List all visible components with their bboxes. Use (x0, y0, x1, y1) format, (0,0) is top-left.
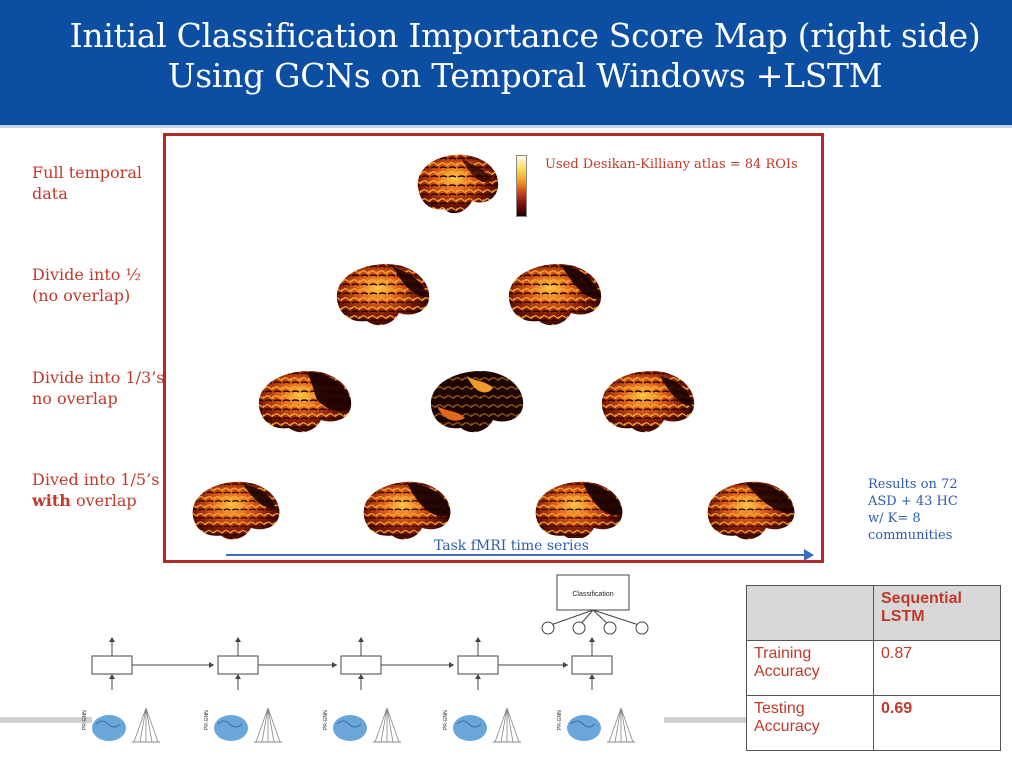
slide-strip-left (0, 717, 92, 723)
svg-text:PR-GNN: PR-GNN (323, 710, 329, 730)
results-note-line: communities (868, 528, 953, 543)
brain-map-fifth-2 (363, 481, 451, 540)
gnn-input-3: PR-GNN (323, 707, 401, 743)
gnn-input-2: PR-GNN (204, 707, 282, 743)
lstm-cell (571, 655, 613, 675)
brain-map-half-2 (508, 263, 602, 326)
output-node (541, 621, 555, 635)
brain-map-third-1 (258, 370, 352, 433)
output-node (603, 621, 617, 635)
output-node (635, 621, 649, 635)
svg-text:PR-GNN: PR-GNN (82, 710, 88, 730)
row-label-line: Dived into 1/5’s (32, 470, 160, 489)
slide-header: Initial Classification Importance Score … (0, 0, 1012, 125)
svg-text:PR-GNN: PR-GNN (443, 710, 449, 730)
table-row-value: 0.69 (873, 695, 1001, 751)
row-label-line: Full temporal (32, 163, 142, 182)
colorbar (516, 155, 527, 217)
row-label-line: Divide into 1/3’s (32, 368, 165, 387)
row-label-line: overlap (70, 491, 137, 510)
table-header-lstm: Sequential LSTM (873, 585, 1001, 641)
table-corner-cell (746, 585, 874, 641)
gnn-input-1: PR-GNN (82, 707, 160, 743)
brain-map-fifth-3 (535, 481, 623, 540)
table-row-label: Training Accuracy (746, 640, 874, 696)
brain-map-full (417, 154, 499, 214)
row-label-line: (no overlap) (32, 286, 131, 305)
slide-title-line-2: Using GCNs on Temporal Windows +LSTM (167, 56, 883, 95)
row-label-emphasis: with (32, 491, 71, 510)
lstm-cell (91, 655, 133, 675)
brain-maps-frame (163, 133, 824, 563)
table-row-label: Testing Accuracy (746, 695, 874, 751)
atlas-note: Used Desikan-Killiany atlas = 84 ROIs (545, 157, 798, 172)
brain-map-third-3 (601, 370, 695, 433)
slide-strip-right (664, 717, 748, 723)
row-label-fifth: Dived into 1/5’s with overlap (32, 469, 159, 511)
svg-text:PR-GNN: PR-GNN (557, 710, 563, 730)
brain-map-half-1 (336, 263, 430, 326)
brain-map-fifth-1 (192, 481, 280, 540)
gnn-input-5: PR-GNN (557, 707, 635, 743)
timeline-label: Task fMRI time series (432, 538, 591, 554)
results-table: Sequential LSTM Training Accuracy 0.87 T… (746, 585, 1001, 751)
results-note-line: w/ K= 8 (868, 511, 921, 526)
results-note-line: Results on 72 (868, 477, 958, 492)
classification-box (556, 574, 630, 611)
lstm-diagram: Classification PR-GNN (82, 574, 649, 743)
brain-map-third-2 (430, 370, 524, 433)
lstm-cell (340, 655, 382, 675)
results-note-line: ASD + 43 HC (868, 494, 958, 509)
table-row-value: 0.87 (873, 640, 1001, 696)
timeline-arrow-head (804, 549, 814, 561)
svg-text:PR-GNN: PR-GNN (204, 710, 210, 730)
output-node (572, 621, 586, 635)
slide-title-line-1: Initial Classification Importance Score … (69, 16, 981, 55)
lstm-cell (457, 655, 499, 675)
row-label-half: Divide into ½ (no overlap) (32, 264, 141, 306)
row-label-line: Divide into ½ (32, 265, 141, 284)
results-note: Results on 72 ASD + 43 HC w/ K= 8 commun… (868, 476, 958, 544)
classification-label: Classification (572, 591, 613, 598)
lstm-cell (217, 655, 259, 675)
gnn-input-4: PR-GNN (443, 707, 521, 743)
row-label-third: Divide into 1/3’s no overlap (32, 367, 165, 409)
brain-map-fifth-4 (707, 481, 795, 540)
row-label-line: data (32, 184, 68, 203)
row-label-full: Full temporal data (32, 162, 142, 204)
row-label-line: no overlap (32, 389, 118, 408)
timeline-arrow-line (226, 554, 806, 556)
header-divider (0, 125, 1012, 128)
